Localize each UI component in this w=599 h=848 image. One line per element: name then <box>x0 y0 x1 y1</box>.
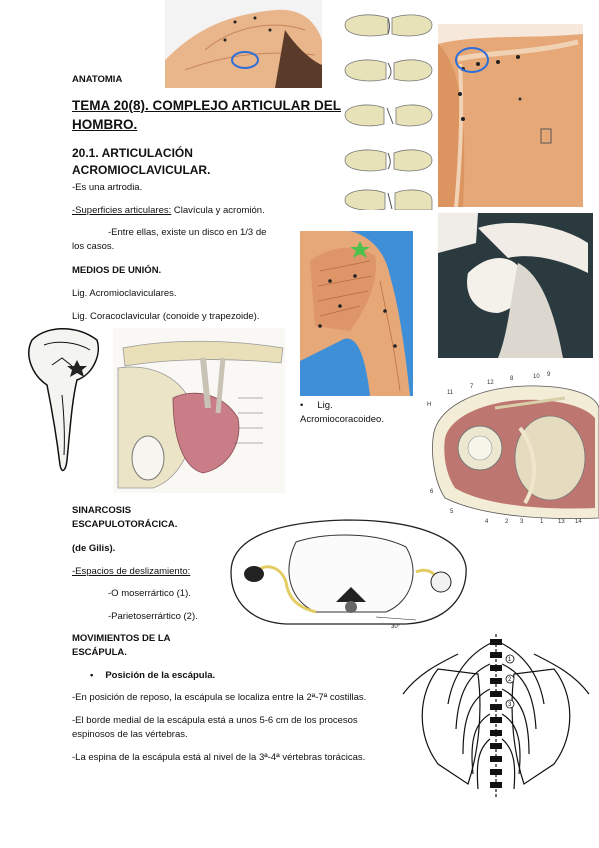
sinarcosis-heading-line-1: SINARCOSIS <box>72 505 132 516</box>
disc-text-line-2: los casos. <box>72 241 115 252</box>
surfaces-text: -Superficies articulares: Clavícula y ac… <box>72 204 265 218</box>
cs-label: 3 <box>520 519 524 525</box>
subject-label: ANATOMIA <box>72 74 123 85</box>
paragraph-medial-border-line-2: espinosos de las vértebras. <box>72 729 188 740</box>
highlight-circle <box>455 47 489 73</box>
sinarcosis-heading: SINARCOSIS ESCAPULOTORÁCICA. <box>72 504 177 532</box>
ligament-3-line-2: Acromiocoracoideo. <box>300 414 384 425</box>
thorax-cross-section: 30° <box>226 512 470 632</box>
surfaces-value: Clavícula y acromión. <box>171 205 265 216</box>
cs-label: 7 <box>470 384 474 390</box>
section-heading-line-1: 20.1. ARTICULACIÓN <box>72 146 193 160</box>
shoulder-top-photo <box>165 0 322 88</box>
cs-label: 14 <box>575 519 582 525</box>
surfaces-label: -Superficies articulares: <box>72 205 172 216</box>
spine-scapula-drawing: 1 2 3 <box>398 634 594 799</box>
spine-number: 3 <box>508 702 512 708</box>
movements-heading-line-2: ESCÁPULA. <box>72 647 127 658</box>
movements-heading: MOVIMIENTOS DE LA ESCÁPULA. <box>72 632 171 660</box>
disc-text-line-1: -Entre ellas, existe un disco en 1/3 de <box>108 227 267 238</box>
section-heading-line-2: ACROMIOCLAVICULAR. <box>72 163 211 177</box>
author-text: (de Gilis). <box>72 543 116 554</box>
position-heading-text: Posición de la escápula. <box>105 670 216 681</box>
section-heading: 20.1. ARTICULACIÓN ACROMIOCLAVICULAR. <box>72 145 210 179</box>
cs-label: 12 <box>487 380 494 386</box>
movements-heading-line-1: MOVIMIENTOS DE LA <box>72 633 171 644</box>
paragraph-medial-border: -El borde medial de la escápula está a u… <box>72 714 358 742</box>
bullet-icon: • <box>90 670 94 681</box>
ligament-3: • Lig. Acromiocoracoideo. <box>300 399 384 427</box>
bullet-icon: • <box>300 400 304 411</box>
cs-label: 1 <box>540 519 544 525</box>
page-title: TEMA 20(8). COMPLEJO ARTICULAR DEL HOMBR… <box>72 96 341 134</box>
title-line-2: HOMBRO. <box>72 117 138 132</box>
spine-number: 1 <box>508 657 512 663</box>
cs-label: 13 <box>558 519 565 525</box>
sinarcosis-heading-line-2: ESCAPULOTORÁCICA. <box>72 519 178 530</box>
paragraph-spine-level: -La espina de la escápula está al nivel … <box>72 752 366 763</box>
cs-label: 8 <box>510 376 514 382</box>
ligament-1: Lig. Acromioclaviculares. <box>72 288 177 299</box>
spaces-label: -Espacios de deslizamiento: <box>72 566 191 577</box>
cs-label: 6 <box>430 489 434 495</box>
ligament-2: Lig. Coracoclavicular (conoide y trapezo… <box>72 311 260 322</box>
ligament-3-line-1: Lig. <box>317 400 333 411</box>
space-1: -O moserrártico (1). <box>108 588 191 599</box>
cs-label: 4 <box>485 519 489 525</box>
union-heading: MEDIOS DE UNIÓN. <box>72 265 162 276</box>
joint-type-text: -Es una artrodia. <box>72 182 143 193</box>
paragraph-rest-position: -En posición de reposo, la escápula se l… <box>72 692 367 703</box>
cs-label: 11 <box>447 390 454 396</box>
shoulder-anterior-photo <box>438 24 583 207</box>
scapula-drawing <box>22 320 107 480</box>
cs-label: 10 <box>533 374 540 380</box>
shoulder-cross-section: 11 7 12 8 10 9 6 5 4 2 3 1 13 14 H <box>425 368 599 526</box>
cs-label: 2 <box>505 519 509 525</box>
cs-label: 5 <box>450 509 454 515</box>
angle-label: 30° <box>391 624 401 630</box>
shoulder-bone-photo <box>438 213 593 358</box>
coracoclavicular-ligament-diagram <box>113 328 285 493</box>
highlight-circle <box>231 51 259 69</box>
paragraph-medial-border-line-1: -El borde medial de la escápula está a u… <box>72 715 358 726</box>
title-line-1: TEMA 20(8). COMPLEJO ARTICULAR DEL <box>72 98 342 113</box>
space-2: -Parietoserrártico (2). <box>108 611 198 622</box>
joint-disc-diagrams <box>340 0 435 210</box>
cs-label: H <box>427 402 431 408</box>
position-heading: • Posición de la escápula. <box>90 669 215 683</box>
cs-label: 9 <box>547 372 551 378</box>
back-muscles-photo <box>300 231 413 396</box>
spine-number: 2 <box>508 677 512 683</box>
